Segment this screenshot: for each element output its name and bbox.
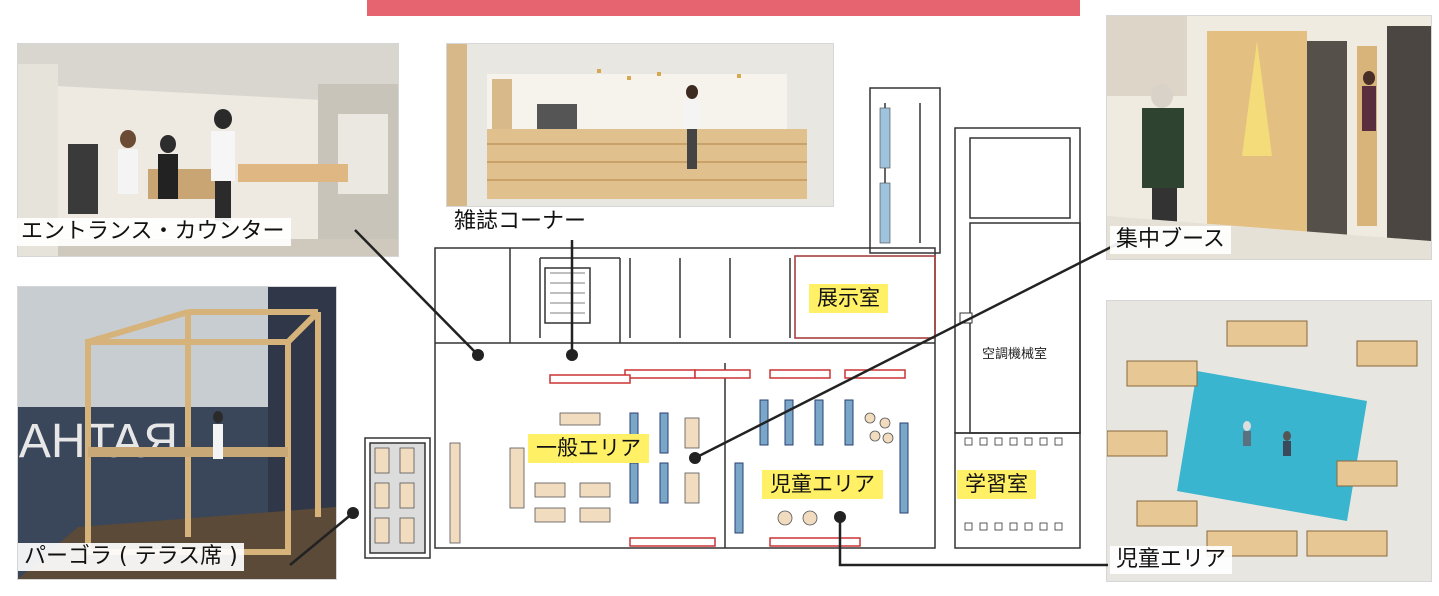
- kids-area-photo: [1106, 300, 1432, 582]
- exhibition-room-label: 展示室: [809, 284, 888, 314]
- pergola-label: パーゴラ ( テラス席 ): [18, 543, 244, 571]
- entrance-label: エントランス・カウンター: [15, 218, 291, 246]
- study-room-label: 学習室: [957, 470, 1036, 500]
- magazine-corner-photo: [446, 43, 834, 207]
- general-area-label: 一般エリア: [528, 434, 649, 464]
- magazine-label: 雑誌コーナー: [448, 208, 593, 236]
- focus-booth-label: 集中ブース: [1110, 226, 1231, 254]
- svg-text:RATHAR: RATHAR: [18, 415, 178, 468]
- pergola-photo: RATHAR: [17, 286, 337, 580]
- kids-area-label: 児童エリア: [762, 470, 883, 500]
- focus-booth-photo: [1106, 15, 1432, 260]
- kids-area-callout-label: 児童エリア: [1110, 546, 1233, 574]
- machine-room-label: 空調機械室: [982, 347, 1048, 362]
- top-banner: [367, 0, 1080, 16]
